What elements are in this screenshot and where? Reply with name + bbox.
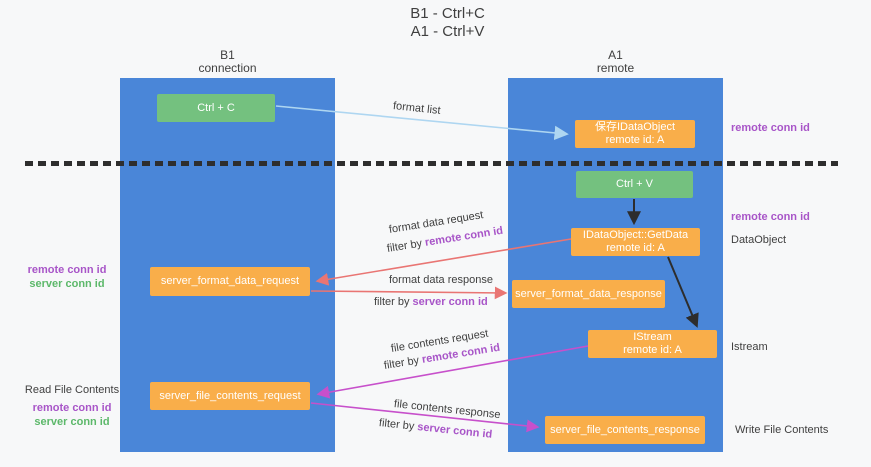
node-server-file-contents-request-label: server_file_contents_request <box>159 389 301 402</box>
node-ctrl-v: Ctrl + V <box>576 171 693 198</box>
node-server-format-data-response: server_format_data_response <box>512 280 665 308</box>
side-label-istream: Istream <box>731 341 768 353</box>
side-block-conn-ids-1: remote conn id server conn id <box>22 263 112 291</box>
session-divider-dashed-line <box>25 161 838 166</box>
node-server-file-contents-request: server_file_contents_request <box>150 382 310 410</box>
side-label-server-conn-id-left-1: server conn id <box>29 278 105 290</box>
side-label-server-conn-id-left-2: server conn id <box>34 416 110 428</box>
node-ctrl-v-label: Ctrl + V <box>616 178 653 190</box>
node-idataobject-getdata-line1: IDataObject::GetData <box>582 229 689 241</box>
label-server-conn-id-1: server conn id <box>412 296 488 308</box>
node-server-format-data-request-label: server_format_data_request <box>160 275 300 287</box>
column-role-remote: remote <box>596 61 635 75</box>
column-name-b1: B1 <box>220 48 235 62</box>
label-server-conn-id-2: server conn id <box>416 421 493 441</box>
node-istream: IStream remote id: A <box>588 330 717 358</box>
column-name-a1: A1 <box>608 48 623 62</box>
side-label-dataobject: DataObject <box>731 234 787 246</box>
side-label-remote-conn-id-mid: remote conn id <box>731 211 810 223</box>
node-idataobject-getdata: IDataObject::GetData remote id: A <box>571 228 700 256</box>
side-label-write-file-contents: Write File Contents <box>735 424 829 436</box>
column-header-a1: A1 remote <box>508 49 723 75</box>
node-ctrl-c: Ctrl + C <box>157 94 275 122</box>
side-label-remote-conn-id-top: remote conn id <box>731 122 810 134</box>
node-server-file-contents-response: server_file_contents_response <box>545 416 705 444</box>
title-line-2: A1 - Ctrl+V <box>410 23 485 40</box>
label-filter-by-2: filter by <box>374 296 410 308</box>
node-server-file-contents-response-label: server_file_contents_response <box>550 423 700 436</box>
side-block-conn-ids-2: remote conn id server conn id <box>24 401 120 429</box>
side-label-remote-conn-id-left-1: remote conn id <box>27 264 107 276</box>
node-save-idataobject-line2: remote id: A <box>605 134 665 146</box>
title-line-1: B1 - Ctrl+C <box>410 5 485 22</box>
column-header-b1: B1 connection <box>120 49 335 75</box>
label-filter-by-1: filter by <box>386 237 423 255</box>
diagram-title: B1 - Ctrl+C A1 - Ctrl+V <box>24 5 871 41</box>
node-istream-line1: IStream <box>633 331 672 343</box>
node-ctrl-c-label: Ctrl + C <box>197 101 235 114</box>
node-server-format-data-request: server_format_data_request <box>150 267 310 296</box>
column-role-connection: connection <box>198 61 257 75</box>
label-filter-server-1: filter by server conn id <box>374 296 488 308</box>
label-filter-by-4: filter by <box>378 417 415 433</box>
node-save-idataobject-line1: 保存IDataObject <box>594 121 676 133</box>
label-filter-server-2: filter by server conn id <box>378 417 492 441</box>
label-format-list: format list <box>392 100 442 117</box>
label-format-data-response: format data response <box>389 274 493 286</box>
side-label-remote-conn-id-left-2: remote conn id <box>32 402 112 414</box>
node-save-idataobject: 保存IDataObject remote id: A <box>575 120 695 148</box>
label-file-contents-response: file contents response <box>393 398 502 422</box>
node-idataobject-getdata-line2: remote id: A <box>606 242 665 254</box>
node-istream-line2: remote id: A <box>623 344 682 356</box>
node-server-format-data-response-label: server_format_data_response <box>515 287 662 300</box>
label-filter-by-3: filter by <box>383 354 420 372</box>
format-data-response-arrow <box>310 286 508 300</box>
side-label-read-file-contents: Read File Contents <box>24 384 120 396</box>
